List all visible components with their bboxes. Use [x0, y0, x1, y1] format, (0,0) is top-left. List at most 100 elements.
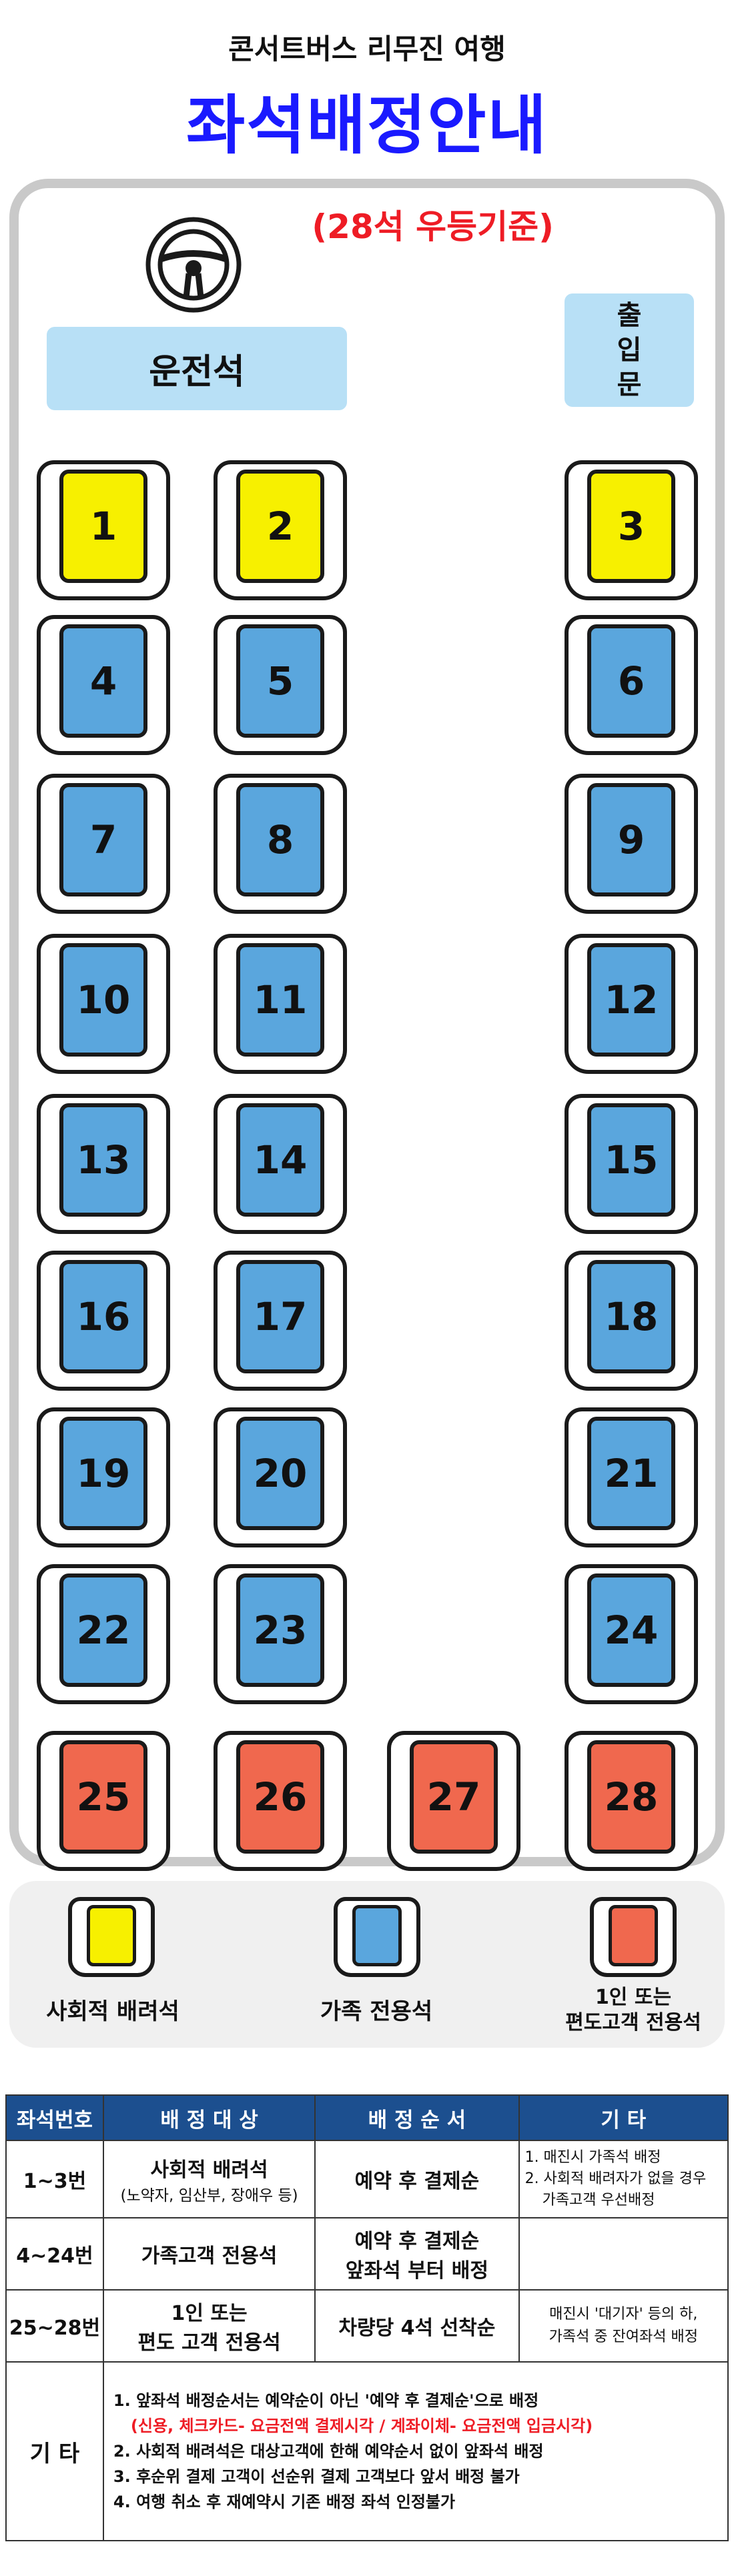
row-etc-line: 2. 사회적 배려자가 없을 경우: [524, 2170, 707, 2187]
legend-social-seat-icon: [68, 1897, 155, 1977]
row-target: 가족고객 전용석: [102, 2217, 316, 2291]
seat-back: [59, 1260, 147, 1373]
seat-number: 10: [76, 977, 131, 1023]
table-header: 좌석번호: [5, 2094, 104, 2141]
seat-12: 12: [565, 934, 698, 1074]
seat-number: 6: [617, 658, 645, 704]
seat-back: [59, 470, 147, 583]
seat-back: [587, 1740, 675, 1854]
seat-back: [587, 1260, 675, 1373]
seat-number: 1: [89, 504, 117, 549]
row-etc: 1. 매진시 가족석 배정 2. 사회적 배려자가 없을 경우 가족고객 우선배…: [518, 2140, 729, 2218]
seat-26: 26: [214, 1731, 347, 1871]
table-header-row: 좌석번호 배 정 대 상 배 정 순 서 기 타: [5, 2094, 729, 2141]
seat-number: 26: [253, 1774, 308, 1820]
page-subtitle: 콘서트버스 리무진 여행: [228, 33, 506, 65]
seat-back: [59, 1103, 147, 1217]
seat-number: 24: [604, 1607, 659, 1653]
seat-back: [587, 1417, 675, 1530]
seat-2: 2: [214, 460, 347, 600]
seat-number: 3: [617, 504, 645, 549]
seat-back: [236, 1103, 324, 1217]
row-target-note: (노약자, 임산부, 장애우 등): [120, 2187, 298, 2204]
legend-family-seat-icon: [334, 1897, 420, 1977]
row-seats: 4~24번: [5, 2217, 104, 2291]
table-header: 배 정 순 서: [314, 2094, 520, 2141]
seat-back: [236, 470, 324, 583]
row-target-main: 사회적 배려석: [150, 2158, 268, 2182]
seat-number: 11: [253, 977, 308, 1023]
legend-single-label: 1인 또는 편도고객 전용석: [536, 1985, 730, 2036]
legend-seat-back: [609, 1905, 658, 1966]
seat-back: [236, 624, 324, 738]
seat-number: 14: [253, 1137, 308, 1183]
seat-number: 4: [89, 658, 117, 704]
table-header: 배 정 대 상: [102, 2094, 316, 2141]
seat-10: 10: [37, 934, 170, 1074]
seat-number: 23: [253, 1607, 308, 1653]
seat-number: 9: [617, 817, 645, 862]
seat-number: 27: [426, 1774, 481, 1820]
row-order: 차량당 4석 선착순: [314, 2289, 520, 2363]
seat-9: 9: [565, 774, 698, 914]
row-etc: 매진시 '대기자' 등의 하, 가족석 중 잔여좌석 배정: [518, 2289, 729, 2363]
row-label: 기 타: [5, 2361, 104, 2541]
seat-number: 15: [604, 1137, 659, 1183]
table-row: 1~3번 사회적 배려석 (노약자, 임산부, 장애우 등) 예약 후 결제순 …: [5, 2140, 729, 2218]
seat-17: 17: [214, 1251, 347, 1391]
row-etc-line: 가족석 중 잔여좌석 배정: [548, 2329, 698, 2345]
seat-20: 20: [214, 1407, 347, 1547]
seat-back: [59, 624, 147, 738]
seat-13: 13: [37, 1094, 170, 1234]
seat-number: 17: [253, 1294, 308, 1339]
seat-11: 11: [214, 934, 347, 1074]
legend-family-label: 가족 전용석: [320, 1998, 433, 2025]
seat-23: 23: [214, 1564, 347, 1704]
note-line: 2. 사회적 배려석은 대상고객에 한해 예약순서 없이 앞좌석 배정: [113, 2442, 544, 2461]
seat-1: 1: [37, 460, 170, 600]
seat-back: [236, 943, 324, 1057]
legend-single-seat-icon: [590, 1897, 677, 1977]
row-etc: [518, 2217, 729, 2291]
row-seats: 1~3번: [5, 2140, 104, 2218]
seat-back: [410, 1740, 498, 1854]
row-order: 예약 후 결제순: [314, 2140, 520, 2218]
seat-number: 8: [266, 817, 294, 862]
seat-number: 12: [604, 977, 659, 1023]
seat-number: 7: [89, 817, 117, 862]
note-line: 4. 여행 취소 후 재예약시 기존 배정 좌석 인정불가: [113, 2493, 456, 2511]
note-line-red: (신용, 체크카드- 요금전액 결제시각 / 계좌이체- 요금전액 입금시각): [130, 2417, 593, 2435]
legend-single-line1: 1인 또는: [595, 1986, 672, 2009]
seat-back: [59, 1573, 147, 1687]
seat-back: [587, 783, 675, 896]
table-row: 25~28번 1인 또는 편도 고객 전용석 차량당 4석 선착순 매진시 '대…: [5, 2289, 729, 2363]
seat-14: 14: [214, 1094, 347, 1234]
seat-back: [236, 1573, 324, 1687]
seat-back: [59, 1417, 147, 1530]
legend-social-label: 사회적 배려석: [46, 1998, 179, 2025]
row-etc-line: 매진시 '대기자' 등의 하,: [549, 2306, 698, 2323]
seat-19: 19: [37, 1407, 170, 1547]
row-target-line: 1인 또는: [171, 2302, 248, 2325]
row-etc-line: 1. 매진시 가족석 배정: [524, 2149, 661, 2166]
seat-7: 7: [37, 774, 170, 914]
seat-22: 22: [37, 1564, 170, 1704]
row-target: 사회적 배려석 (노약자, 임산부, 장애우 등): [102, 2140, 316, 2218]
seat-4: 4: [37, 615, 170, 755]
page-title: 좌석배정안내: [186, 88, 548, 163]
legend: 사회적 배려석 가족 전용석 1인 또는 편도고객 전용석: [9, 1881, 725, 2048]
seat-24: 24: [565, 1564, 698, 1704]
row-target: 1인 또는 편도 고객 전용석: [102, 2289, 316, 2363]
seat-number: 25: [76, 1774, 131, 1820]
seat-number: 18: [604, 1294, 659, 1339]
seat-6: 6: [565, 615, 698, 755]
seat-number: 2: [266, 504, 294, 549]
legend-seat-back: [87, 1905, 136, 1966]
seat-back: [587, 943, 675, 1057]
seat-back: [587, 470, 675, 583]
door-char: 출: [617, 300, 642, 331]
row-order-line: 예약 후 결제순: [354, 2230, 480, 2253]
row-order: 예약 후 결제순 앞좌석 부터 배정: [314, 2217, 520, 2291]
seat-back: [236, 1260, 324, 1373]
seat-number: 13: [76, 1137, 131, 1183]
